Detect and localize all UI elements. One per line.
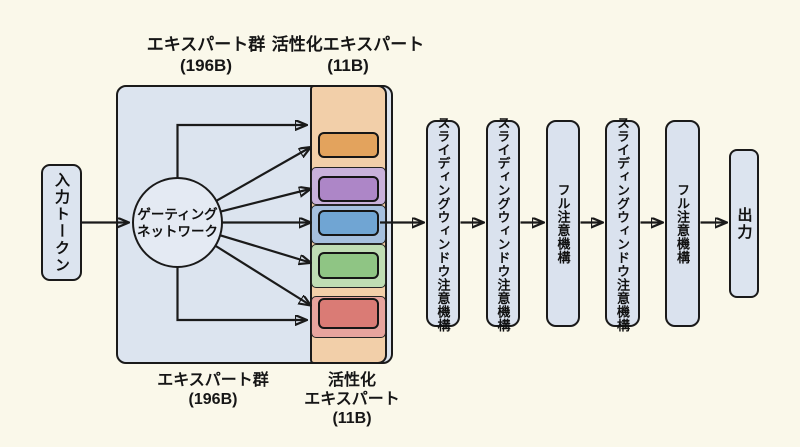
title-expert-group-top-size: (196B) (180, 56, 232, 75)
input-token-box: 入力トークン (41, 164, 82, 281)
expert-box-orange (318, 132, 379, 158)
expert-box-green (318, 252, 379, 279)
gating-network-label-line2: ネットワーク (137, 223, 218, 239)
input-token-label: 入力トークン (53, 171, 70, 274)
label-active-experts-bottom: 活性化 エキスパート (11B) (272, 371, 432, 428)
title-expert-group-top-text: エキスパート群 (146, 35, 266, 54)
label-expert-group-bottom-text: エキスパート群 (157, 372, 269, 389)
output-label: 出力 (735, 206, 753, 241)
label-expert-group-bottom-size: (196B) (188, 391, 238, 408)
sliding-window-attention-label-3: スライディングウィンドウ注意機構 (615, 115, 630, 332)
title-active-experts-top-text: 活性化エキスパート (271, 35, 425, 54)
full-attention-block-2: フル注意機構 (665, 120, 700, 327)
sliding-window-attention-label-2: スライディングウィンドウ注意機構 (495, 115, 511, 332)
gating-network-node: ゲーティング ネットワーク (132, 177, 223, 268)
full-attention-label-2: フル注意機構 (675, 183, 690, 264)
output-box: 出力 (729, 149, 759, 298)
title-active-experts-top-size: (11B) (327, 56, 369, 75)
sliding-window-attention-block-3: スライディングウィンドウ注意機構 (605, 116, 640, 332)
label-expert-group-bottom: エキスパート群 (196B) (113, 371, 313, 409)
sliding-window-attention-block-2: スライディングウィンドウ注意機構 (486, 116, 520, 332)
label-active-experts-bottom-line3: (11B) (332, 410, 372, 427)
title-expert-group-top: エキスパート群 (196B) (106, 34, 306, 76)
expert-box-blue (318, 210, 379, 236)
full-attention-label-1: フル注意機構 (555, 183, 571, 264)
sliding-window-attention-block-1: スライディングウィンドウ注意機構 (426, 116, 460, 332)
label-active-experts-bottom-line1: 活性化 (327, 372, 376, 389)
label-active-experts-bottom-line2: エキスパート (304, 391, 400, 408)
gating-network-label-line1: ゲーティング (137, 206, 218, 222)
sliding-window-attention-label-1: スライディングウィンドウ注意機構 (435, 115, 451, 332)
expert-box-red (318, 298, 379, 329)
gating-network-label: ゲーティング ネットワーク (137, 206, 218, 240)
title-active-experts-top: 活性化エキスパート (11B) (248, 34, 448, 76)
full-attention-block-1: フル注意機構 (546, 120, 580, 327)
active-expert-column (310, 85, 387, 364)
expert-box-purple (318, 176, 379, 202)
